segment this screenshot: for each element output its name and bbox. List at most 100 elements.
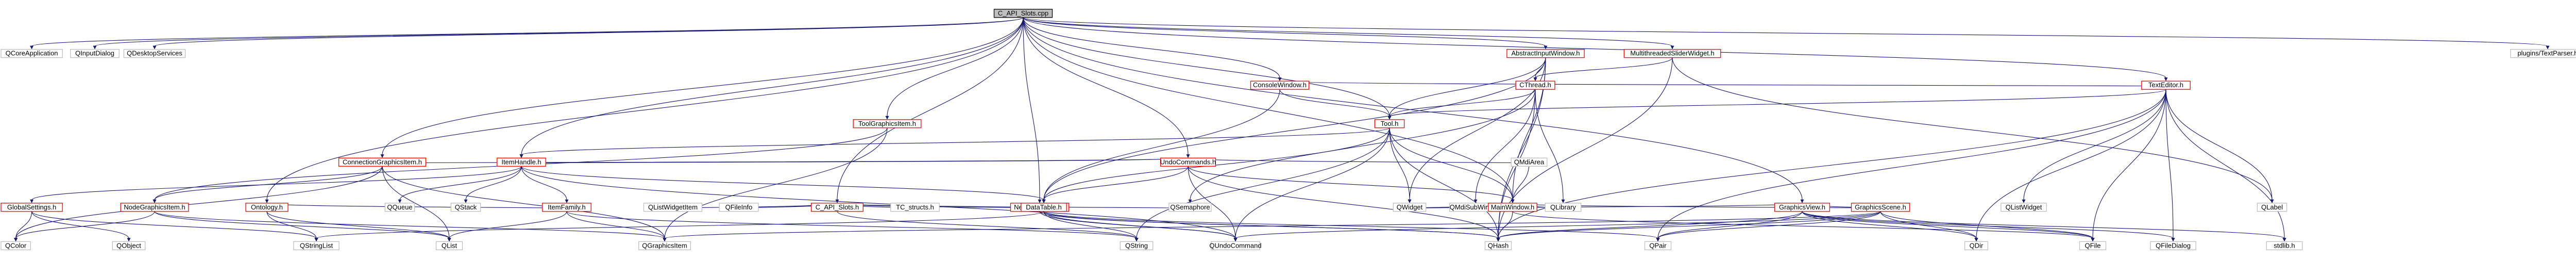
node-qstack[interactable]: QStack [450,203,481,212]
node-qsemaphore[interactable]: QSemaphore [1168,203,1212,212]
edge-root-to-c_api_slots_h [837,17,1024,200]
node-label: MainWindow.h [1491,203,1535,211]
node-texteditor[interactable]: TextEditor.h [2141,80,2191,90]
arrowhead-icon [2546,45,2550,50]
node-qundocommand[interactable]: QUndoCommand [1209,241,1262,250]
node-graphicsscene[interactable]: GraphicsScene.h [1851,203,1910,212]
node-qcoreapplication[interactable]: QCoreApplication [1,49,63,58]
node-qfiledialog[interactable]: QFileDialog [2150,241,2196,250]
node-label: QUndoCommand [1209,241,1261,249]
edge-itemfamily-to-qlist [449,211,567,239]
node-qlistwidget[interactable]: QListWidget [2001,203,2047,212]
node-qlist[interactable]: QList [435,241,463,250]
arrowhead-icon [2270,199,2274,203]
edge-cthread-to-qmdisubwindow [1475,89,1536,200]
node-mainwindow[interactable]: MainWindow.h [1488,203,1537,212]
node-nodegraphicsitem[interactable]: NodeGraphicsItem.h [120,203,189,212]
edge-tool-to-datatable [1043,127,1390,200]
node-qlabel[interactable]: QLabel [2257,203,2287,212]
node-qwidget[interactable]: QWidget [1393,203,1427,212]
edge-undocommands-to-connectiongraphicsitem [382,157,1189,164]
node-itemhandle[interactable]: ItemHandle.h [497,157,546,167]
node-globalsettings[interactable]: GlobalSettings.h [1,203,63,212]
node-label: Ontology.h [251,203,283,211]
node-label: QListWidgetItem [648,203,698,211]
node-qpair[interactable]: QPair [1644,241,1672,250]
node-multithreaded[interactable]: MultithreadedSliderWidget.h [1623,49,1721,58]
node-qobject[interactable]: QObject [112,241,146,250]
node-qstringlist[interactable]: QStringList [293,241,340,250]
node-box [853,119,922,128]
arrowhead-icon [1038,199,1042,203]
edge-texteditor-to-tool [1389,89,2166,117]
edge-graphicsscene-to-qgraphicsitem [664,211,1881,239]
node-box [1160,157,1216,167]
node-box [497,157,546,167]
node-ontology[interactable]: Ontology.h [245,203,289,212]
node-c-api-slots-h[interactable]: C_API_Slots.h [811,203,863,212]
node-toolgraphicsitem[interactable]: ToolGraphicsItem.h [853,119,922,128]
node-qhash[interactable]: QHash [1484,241,1512,250]
arrowhead-icon [93,45,97,50]
node-qlibrary[interactable]: QLibrary [1545,203,1582,212]
node-root[interactable]: C_API_Slots.cpp [993,9,1053,18]
node-plugins-textparser[interactable]: plugins/TextParser.h [2510,49,2576,58]
node-qdesktopservices[interactable]: QDesktopServices [123,49,186,58]
node-consolewindow[interactable]: ConsoleWindow.h [1250,80,1310,90]
node-qinputdialog[interactable]: QInputDialog [70,49,120,58]
node-qfileinfo[interactable]: QFileInfo [719,203,759,212]
node-box [1545,203,1582,212]
node-connectiongraphicsitem[interactable]: ConnectionGraphicsItem.h [338,157,427,167]
node-label: NodeGraphicsItem.h [124,203,185,211]
node-stdlib[interactable]: stdlib.h [2266,241,2303,250]
node-datatable[interactable]: DataTable.h [1021,203,1067,212]
node-box [1515,80,1555,90]
edge-abstractinput-to-datatable [1043,57,1546,200]
node-qqueue[interactable]: QQueue [384,203,415,212]
node-tc-structs[interactable]: TC_structs.h [890,203,940,212]
node-qfile[interactable]: QFile [2079,241,2107,250]
node-label: QWidget [1397,203,1423,211]
node-qlistwidgetitem[interactable]: QListWidgetItem [643,203,703,212]
arrowhead-icon [152,45,157,50]
node-box [542,203,591,212]
node-box [384,203,415,212]
node-box [1374,119,1405,128]
node-label: C_API_Slots.h [816,203,859,211]
node-qmdiarea[interactable]: QMdiArea [1511,157,1548,167]
node-label: QListWidget [2006,203,2042,211]
arrowhead-icon [265,199,269,203]
arrowhead-icon [663,238,667,242]
node-qgraphicsitem[interactable]: QGraphicsItem [638,241,691,250]
node-qdir[interactable]: QDir [1964,241,1989,250]
node-label: CThread.h [1519,81,1551,89]
node-abstractinput[interactable]: AbstractInputWindow.h [1506,49,1585,58]
node-qstring[interactable]: QString [1120,241,1154,250]
node-box [2079,241,2107,250]
edge-nodegraphicsitem-to-qgraphicsitem [154,211,665,239]
node-box [638,241,691,250]
node-box [70,49,120,58]
edge-graphicsscene-to-qundocommand [1235,211,1881,239]
node-box [890,203,940,212]
arrowhead-icon [398,199,402,203]
node-box [1,241,31,250]
node-undocommands[interactable]: UndoCommands.h [1160,157,1216,167]
edge-graphicsscene-to-qfile [1880,211,2093,239]
node-box [338,157,427,167]
edge-root-to-abstractinput [1023,17,1546,47]
node-label: QColor [5,241,27,249]
edge-root-to-networkhandle [1023,17,1040,200]
node-qcolor[interactable]: QColor [1,241,31,250]
node-cthread[interactable]: CThread.h [1515,80,1555,90]
node-label: QList [442,241,457,249]
node-label: stdlib.h [2274,241,2295,249]
node-label: QDesktopServices [127,50,182,57]
arrowhead-icon [30,45,34,50]
edge-itemhandle-to-datatable [521,166,1044,201]
edge-multithreaded-to-cthread [1535,57,1673,78]
node-graphicsview[interactable]: GraphicsView.h [1774,203,1831,212]
node-label: QFileDialog [2156,241,2191,249]
node-tool[interactable]: Tool.h [1374,119,1405,128]
node-itemfamily[interactable]: ItemFamily.h [542,203,591,212]
